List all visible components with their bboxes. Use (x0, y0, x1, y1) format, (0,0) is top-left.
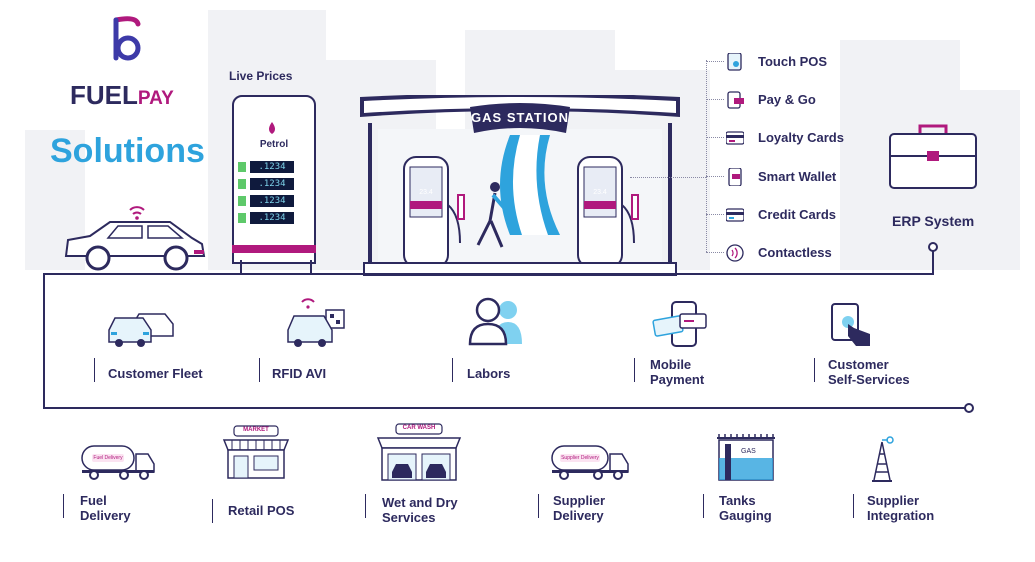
row2-label-supplier-delivery: Supplier Delivery (553, 493, 606, 523)
row1-label-rfid-avi: RFID AVI (272, 366, 327, 381)
pay-and-go-icon (726, 91, 744, 109)
payment-label-pay-and-go: Pay & Go (758, 92, 816, 107)
separator (63, 494, 64, 518)
fuel-truck-icon: Fuel Delivery (80, 442, 156, 480)
solutions-title: Solutions (50, 132, 205, 170)
price-indicator (238, 179, 246, 189)
row2-label-tanks-gauging: Tanks Gauging (719, 493, 772, 523)
smart-wallet-icon (726, 167, 744, 187)
price-indicator (238, 196, 246, 206)
fuel-delivery-badge: Fuel Delivery (93, 455, 123, 461)
separator (703, 494, 704, 518)
supplier-truck-icon: Supplier Delivery (550, 442, 630, 480)
pump-display: 23.4 (419, 189, 433, 196)
row1-label-mobile-payment: Mobile Payment (650, 357, 705, 387)
brand-name-light: PAY (137, 88, 174, 109)
price-value: .1234 (250, 161, 294, 173)
separator (634, 358, 635, 382)
market-badge: MARKET (243, 427, 269, 433)
separator (94, 358, 95, 382)
mobile-payment-icon (650, 300, 710, 348)
payment-label-credit-cards: Credit Cards (758, 207, 837, 222)
bus-line-left (43, 273, 45, 409)
payment-label-smart-wallet: Smart Wallet (758, 169, 837, 184)
price-value: .1234 (250, 195, 294, 207)
touch-pos-icon (726, 52, 744, 71)
separator (212, 499, 213, 523)
tank-icon: GAS (715, 430, 777, 482)
bus-line-top (43, 273, 933, 275)
bus-line-bottom (43, 407, 965, 409)
oil-rig-icon (870, 436, 894, 482)
connector (706, 252, 724, 253)
pump-display: 23.4 (593, 189, 607, 196)
separator (853, 494, 854, 518)
car-wash-icon: CAR WASH (376, 422, 462, 484)
row2-label-supplier-integration: Supplier Integration (867, 493, 935, 523)
price-value: .1234 (250, 178, 294, 190)
separator (814, 358, 815, 382)
erp-label: ERP System (892, 213, 975, 229)
row1-label-customer-fleet: Customer Fleet (108, 366, 203, 381)
connector (706, 60, 707, 252)
car-illustration (60, 200, 210, 278)
price-value: .1234 (250, 212, 294, 224)
row2-label-wet-dry: Wet and Dry Services (382, 495, 458, 525)
payment-label-contactless: Contactless (758, 245, 832, 260)
rfid-car-icon (286, 298, 348, 348)
brand-name: FUELPAY (70, 80, 174, 111)
separator (365, 494, 366, 518)
payment-methods-list: Touch POS Pay & Go Loyalty Cards Smart W… (706, 52, 866, 263)
connector (706, 214, 724, 215)
separator (259, 358, 260, 382)
gas-station-title: GAS STATION (471, 110, 569, 125)
price-indicator (238, 162, 246, 172)
connector (630, 177, 706, 178)
price-sign: Petrol .1234 .1234 .1234 .1234 (232, 95, 316, 275)
separator (452, 358, 453, 382)
connector-node (928, 242, 938, 252)
fuel-type-label: Petrol (259, 139, 289, 150)
connector (706, 176, 724, 177)
connector-node (964, 403, 974, 413)
fleet-cars-icon (107, 306, 177, 348)
fuel-drop-icon (266, 121, 278, 134)
separator (538, 494, 539, 518)
self-service-icon (830, 302, 874, 348)
tank-badge: GAS (741, 448, 756, 455)
row2-label-retail-pos: Retail POS (228, 503, 295, 518)
row1-label-labors: Labors (467, 366, 511, 381)
payment-label-touch-pos: Touch POS (758, 54, 828, 69)
contactless-icon (726, 244, 744, 262)
market-icon: MARKET (222, 424, 290, 482)
connector (706, 137, 724, 138)
briefcase-icon (888, 122, 978, 190)
connector (706, 99, 724, 100)
gas-station-illustration: GAS STATION 23.4 23.4 (360, 93, 680, 277)
price-indicator (238, 213, 246, 223)
credit-card-icon (725, 206, 745, 224)
labors-icon (468, 296, 524, 346)
live-prices-title: Live Prices (229, 69, 293, 83)
supplier-delivery-badge: Supplier Delivery (561, 455, 599, 461)
row1-label-self-services: Customer Self-Services (828, 357, 910, 387)
connector (706, 61, 724, 62)
fuelpay-logo-icon (108, 14, 148, 64)
row2-label-fuel-delivery: Fuel Delivery (80, 493, 131, 523)
car-wash-badge: CAR WASH (402, 425, 436, 431)
brand-name-bold: FUEL (70, 80, 138, 110)
erp-connector (932, 247, 934, 275)
payment-label-loyalty-cards: Loyalty Cards (758, 130, 844, 145)
loyalty-card-icon (725, 129, 745, 147)
